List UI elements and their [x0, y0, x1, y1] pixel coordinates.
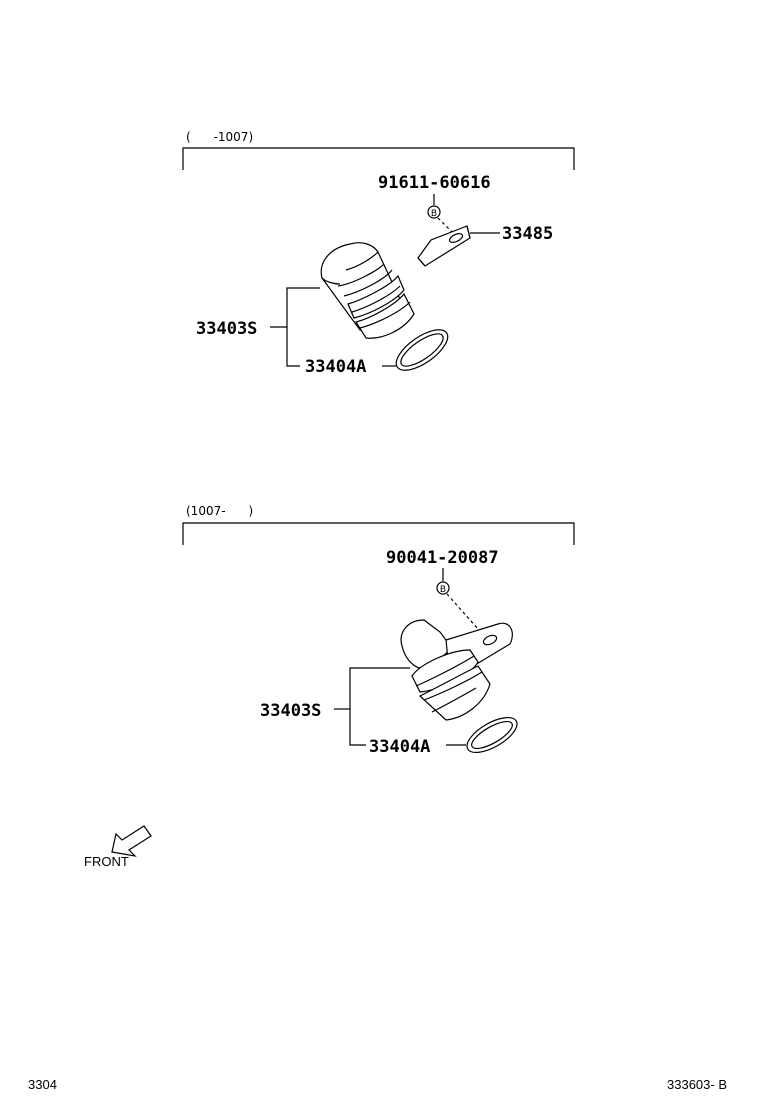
- bolt-marker-late: B: [440, 585, 446, 595]
- dash-bolt-early: [437, 217, 455, 235]
- sensor-body-late: [400, 619, 513, 721]
- section-early: ( -1007) 91611-60616 B 33485: [182, 130, 575, 377]
- leader-bracket-late: [349, 667, 410, 746]
- sensor-body-early: [320, 242, 415, 339]
- footer-left-code: 3304: [28, 1077, 57, 1092]
- callout-oring-late: 33404A: [369, 737, 430, 757]
- bolt-marker-early: B: [431, 209, 437, 219]
- oring-late: [466, 716, 518, 754]
- range-bracket-late: [182, 522, 575, 545]
- footer-right-code: 333603- B: [667, 1077, 727, 1092]
- range-label-early: ( -1007): [186, 130, 253, 144]
- callout-bolt-late: 90041-20087: [386, 548, 499, 568]
- callout-sensor-early: 33403S: [196, 319, 257, 339]
- section-late: (1007- ) 90041-20087 B 33403S: [182, 504, 575, 757]
- bolt-marker-circle-late: [436, 581, 450, 595]
- front-indicator: FRONT: [84, 825, 152, 869]
- plate-part: [417, 225, 471, 267]
- front-arrow-icon: [111, 825, 152, 857]
- bolt-marker-circle-early: [427, 205, 441, 219]
- callout-oring-early: 33404A: [305, 357, 366, 377]
- callout-plate: 33485: [502, 224, 553, 244]
- oring-early: [395, 329, 449, 371]
- callout-sensor-late: 33403S: [260, 701, 321, 721]
- callout-bolt-early: 91611-60616: [378, 173, 491, 193]
- range-bracket-early: [182, 147, 575, 170]
- leader-bracket-early: [286, 287, 320, 367]
- range-label-late: (1007- ): [186, 504, 253, 518]
- front-label: FRONT: [84, 854, 129, 869]
